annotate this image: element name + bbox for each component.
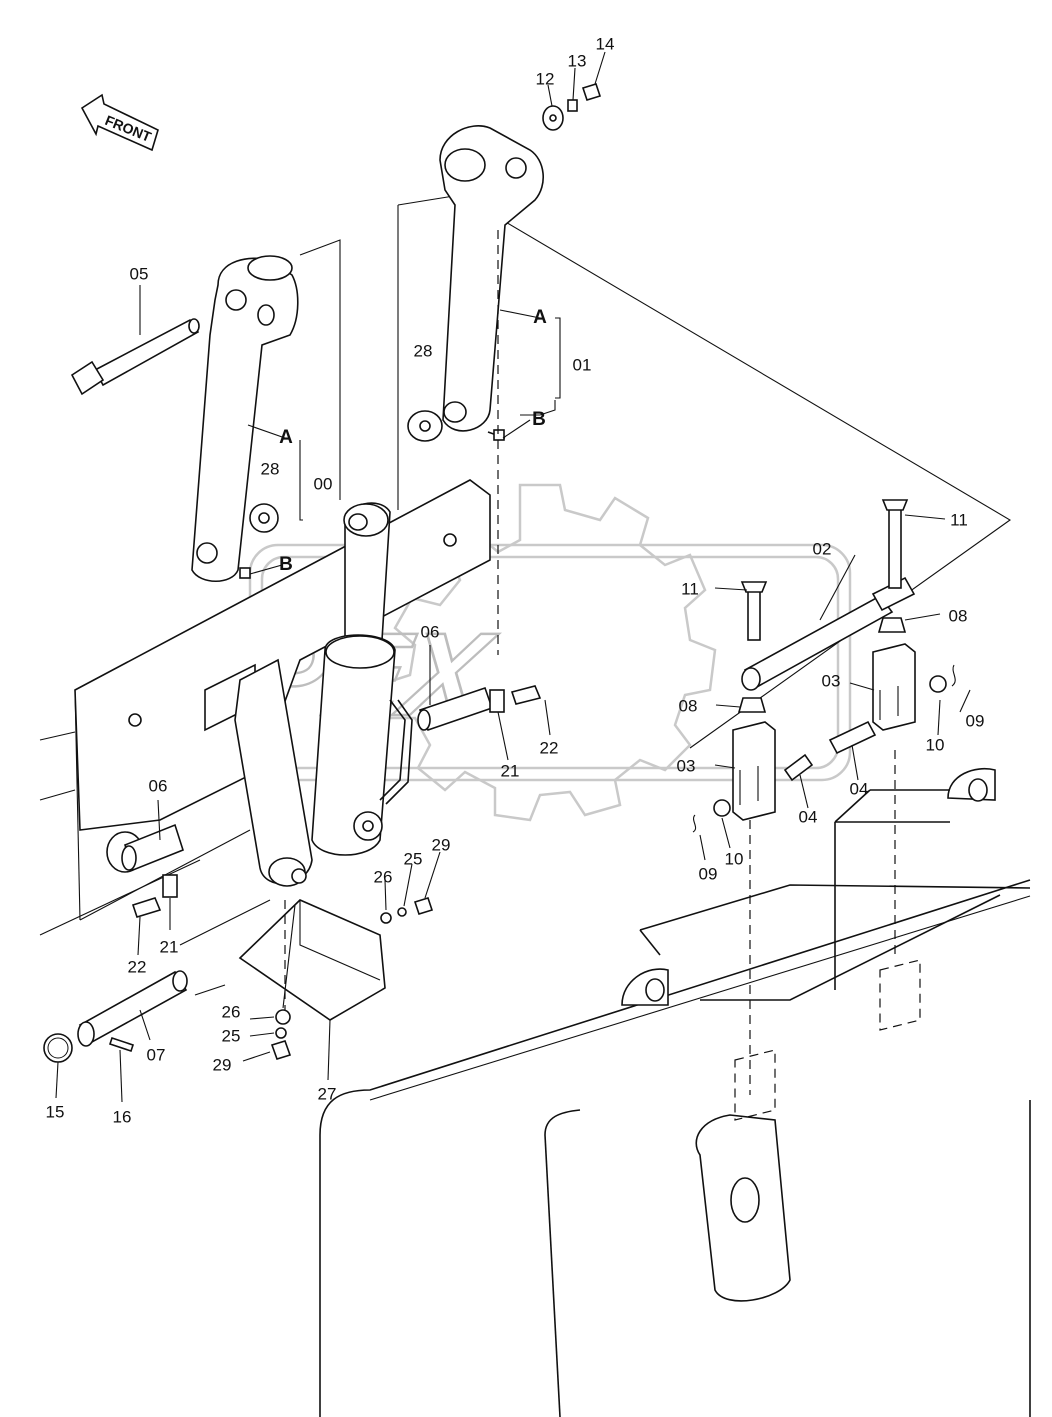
pin-05 xyxy=(70,285,200,396)
callout-11: 11 xyxy=(681,579,699,598)
callout-07: 07 xyxy=(147,1045,166,1064)
callout-04: 04 xyxy=(850,779,869,798)
lift-arm-front xyxy=(191,255,299,582)
counterweight xyxy=(284,230,1031,1417)
callout-21: 21 xyxy=(501,761,520,780)
callout-B: B xyxy=(532,409,546,430)
callout-13: 13 xyxy=(568,51,587,70)
pin-07 xyxy=(43,970,226,1103)
callout-labels: 14131205A0128BA2800B11021108060308091022… xyxy=(46,34,985,1126)
lower-link xyxy=(234,658,313,887)
callout-A: A xyxy=(533,307,547,328)
hardware-12-14 xyxy=(542,51,606,131)
pin-06-lower xyxy=(121,799,184,956)
callout-09: 09 xyxy=(966,711,985,730)
callout-02: 02 xyxy=(813,539,832,558)
callout-03: 03 xyxy=(822,671,841,690)
callout-06: 06 xyxy=(149,776,168,795)
callout-22: 22 xyxy=(540,738,559,757)
front-arrow: FRONT xyxy=(80,93,159,152)
callout-A: A xyxy=(279,427,293,448)
callout-04: 04 xyxy=(799,807,818,826)
frame-lines xyxy=(39,194,1012,946)
callout-22: 22 xyxy=(128,957,147,976)
hydraulic-cylinder xyxy=(311,502,413,856)
callout-29: 29 xyxy=(432,835,451,854)
callout-11: 11 xyxy=(950,510,968,529)
callout-10: 10 xyxy=(725,849,744,868)
lift-arm-rear xyxy=(407,125,544,442)
callout-B: B xyxy=(279,554,293,575)
callout-10: 10 xyxy=(926,735,945,754)
callout-00: 00 xyxy=(314,474,333,493)
callout-08: 08 xyxy=(679,696,698,715)
callout-29: 29 xyxy=(213,1055,232,1074)
callout-16: 16 xyxy=(113,1107,132,1126)
callout-09: 09 xyxy=(699,864,718,883)
callout-28: 28 xyxy=(261,459,280,478)
callout-25: 25 xyxy=(222,1026,241,1045)
callout-05: 05 xyxy=(130,264,149,283)
callout-26: 26 xyxy=(222,1002,241,1021)
callout-06: 06 xyxy=(421,622,440,641)
callout-27: 27 xyxy=(318,1084,337,1103)
callout-28: 28 xyxy=(414,341,433,360)
callout-03: 03 xyxy=(677,756,696,775)
pin-06-upper xyxy=(417,645,551,761)
hitch-parts xyxy=(692,499,971,861)
callout-25: 25 xyxy=(404,849,423,868)
callout-12: 12 xyxy=(536,69,555,88)
callout-08: 08 xyxy=(949,606,968,625)
callout-01: 01 xyxy=(573,355,592,374)
callout-15: 15 xyxy=(46,1102,65,1121)
bracket-27 xyxy=(238,851,441,1081)
callout-14: 14 xyxy=(596,34,615,53)
callout-21: 21 xyxy=(160,937,179,956)
callout-26: 26 xyxy=(374,867,393,886)
